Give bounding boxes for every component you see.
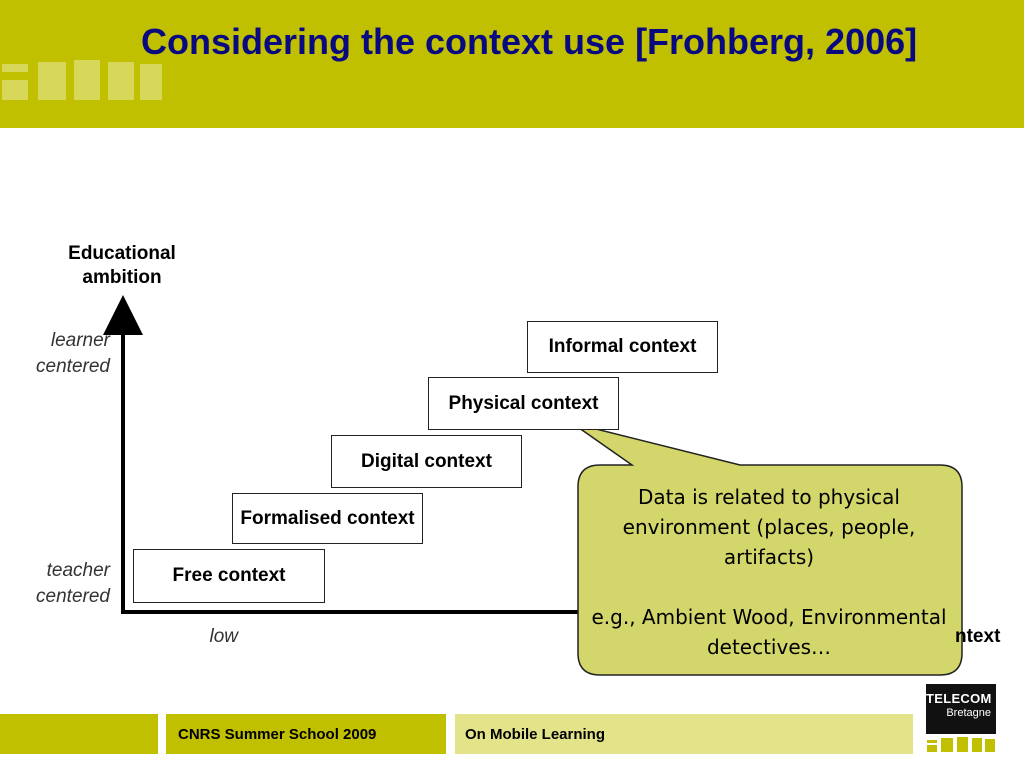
footer-block-left: [0, 714, 158, 754]
institution-logo-mark: [927, 737, 995, 752]
stage-free-context: Free context: [133, 549, 325, 603]
logo-line-2: Bretagne: [946, 707, 991, 719]
callout-line-2: e.g., Ambient Wood, Environmental detect…: [591, 605, 947, 659]
callout-bubble: [571, 422, 963, 676]
y-axis-label: Educational ambition: [68, 243, 176, 288]
footer-topic-label: On Mobile Learning: [465, 725, 606, 743]
callout-spacer: [590, 572, 948, 602]
stage-physical-context: Physical context: [428, 377, 619, 430]
footer-event: CNRS Summer School 2009: [166, 714, 446, 754]
callout-line-1: Data is related to physical environment …: [622, 485, 916, 569]
y-tick-teacher-centered: teacher centered: [36, 560, 110, 607]
slide-title: Considering the context use [Frohberg, 2…: [141, 21, 918, 62]
callout-text: Data is related to physical environment …: [590, 482, 948, 662]
telecom-bretagne-logo: TELECOM Bretagne: [926, 684, 996, 734]
stage-informal-context: Informal context: [527, 321, 718, 373]
x-axis-label-fragment: ntext: [955, 626, 1001, 647]
x-tick-low: low: [209, 626, 238, 647]
institution-logo-watermark: [2, 60, 162, 100]
logo-line-1: TELECOM: [926, 691, 992, 706]
header-bar: Considering the context use [Frohberg, 2…: [0, 0, 1024, 128]
stage-formalised-context: Formalised context: [232, 493, 423, 544]
footer-topic: On Mobile Learning: [455, 714, 913, 754]
footer-event-label: CNRS Summer School 2009: [178, 725, 377, 743]
stage-digital-context: Digital context: [331, 435, 522, 488]
y-tick-learner-centered: learner centered: [36, 330, 110, 377]
